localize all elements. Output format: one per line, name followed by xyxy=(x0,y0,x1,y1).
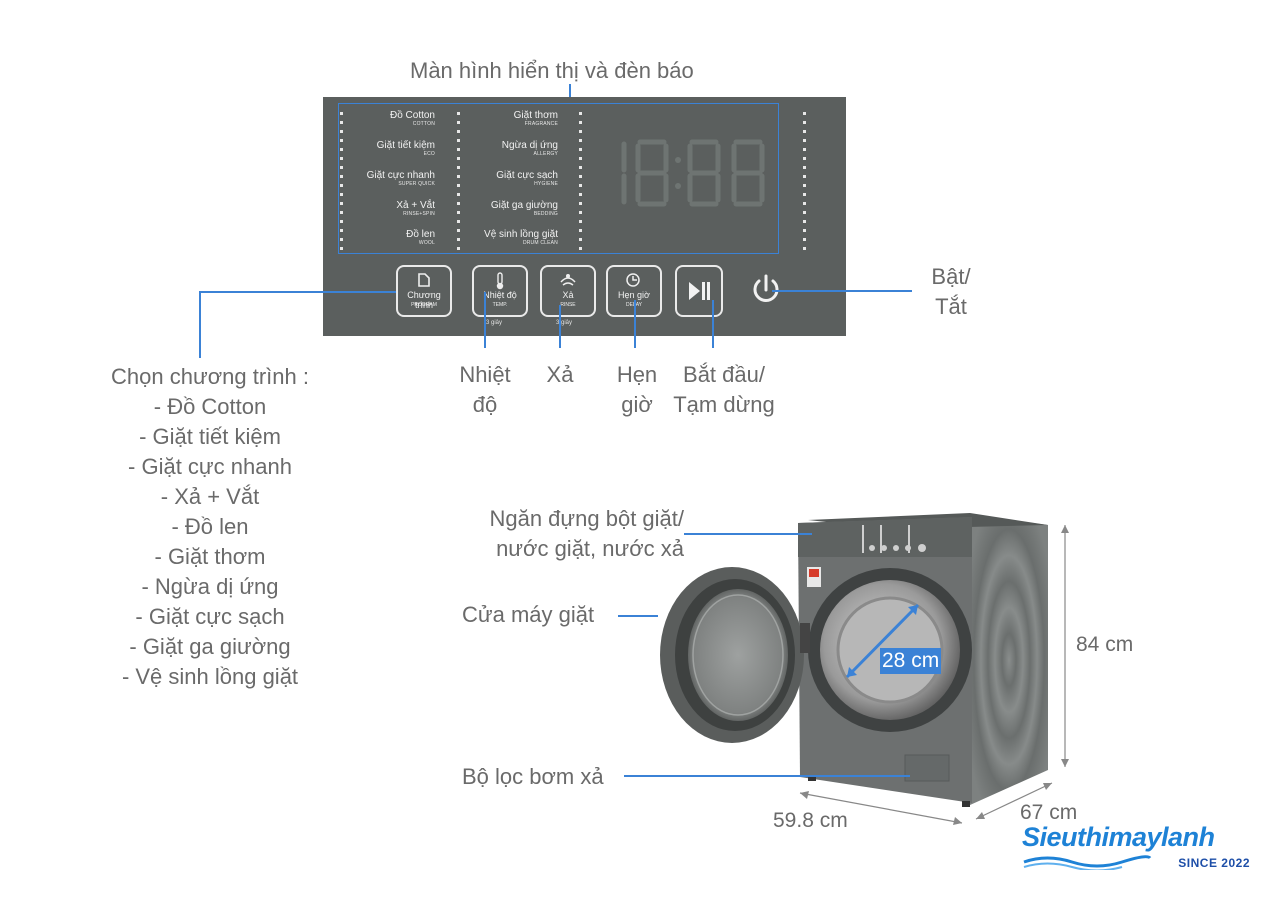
indicator-dots-left xyxy=(340,112,343,250)
program-button[interactable]: Chương trình PROGRAM xyxy=(396,265,452,317)
temp-button-sub: TEMP. xyxy=(492,302,508,308)
brand-logo: Sieuthimaylanh SINCE 2022 xyxy=(1022,822,1252,874)
power-label: Bật/Tắt xyxy=(931,264,971,319)
program-item: - Vệ sinh lồng giặt xyxy=(121,664,299,689)
thermometer-icon xyxy=(496,272,504,290)
temp-button[interactable]: Nhiệt độ TEMP. xyxy=(472,265,528,317)
depth-label: 67 cm xyxy=(1020,801,1078,824)
display-connector xyxy=(569,84,571,104)
clock-icon xyxy=(626,273,640,287)
delay-connector xyxy=(634,300,636,348)
filter-label: Bộ lọc bơm xả xyxy=(462,764,604,789)
start-connector xyxy=(712,300,714,348)
program-item: - Ngừa dị ứng xyxy=(141,574,279,599)
washing-machine-image xyxy=(660,513,1069,825)
power-icon[interactable] xyxy=(750,272,782,308)
door-label: Cửa máy giặt xyxy=(462,602,595,627)
program-item: - Giặt tiết kiệm xyxy=(139,424,281,449)
program-connector-h xyxy=(200,291,396,293)
display-highlight xyxy=(338,103,779,254)
start-pause-button[interactable] xyxy=(675,265,723,317)
rinse-connector xyxy=(559,305,561,348)
detergent-connector xyxy=(684,533,812,535)
rinse-icon xyxy=(560,274,576,286)
program-icon xyxy=(418,273,430,287)
program-item: - Đồ len xyxy=(171,514,249,539)
indicator-dots-mid2 xyxy=(579,112,582,250)
program-item: - Đồ Cotton xyxy=(153,394,267,419)
rinse-button-sub: RINSE xyxy=(560,302,576,308)
temp-hold-note: 3 giây xyxy=(486,320,503,326)
temp-button-label: Nhiệt độ xyxy=(483,290,517,300)
program-item: - Xả + Vắt xyxy=(160,484,260,509)
rinse-button[interactable]: Xả RINSE xyxy=(540,265,596,317)
rinse-hold-note: 3 giây xyxy=(556,320,573,326)
filter-connector xyxy=(624,775,910,777)
wave-icon xyxy=(1023,855,1152,870)
play-pause-icon xyxy=(689,282,710,300)
program-list-title: Chọn chương trình : xyxy=(111,364,309,389)
height-label: 84 cm xyxy=(1076,633,1134,656)
program-item: - Giặt thơm xyxy=(154,544,266,569)
display-label: Màn hình hiển thị và đèn báo xyxy=(410,58,694,83)
program-item: - Giặt cực nhanh xyxy=(128,454,292,479)
brand-name: Sieuthimaylanh xyxy=(1022,822,1215,852)
rinse-label: Xả xyxy=(546,362,574,387)
indicator-dots-mid1 xyxy=(457,112,460,250)
delay-button-label: Hẹn giờ xyxy=(618,290,650,300)
temp-connector xyxy=(484,292,486,348)
rinse-button-label: Xả xyxy=(562,290,574,300)
seven-segment-display xyxy=(621,139,765,207)
door-connector xyxy=(618,615,658,617)
program-item: - Giặt cực sạch xyxy=(135,604,285,629)
program-item: - Giặt ga giường xyxy=(129,634,291,659)
program-list: Chọn chương trình : - Đồ Cotton - Giặt t… xyxy=(80,362,340,692)
program-connector-v xyxy=(199,291,201,358)
start-label: Bắt đầu/Tạm dừng xyxy=(673,362,775,417)
brand-since: SINCE 2022 xyxy=(1178,856,1250,870)
indicator-dots-right xyxy=(803,112,806,250)
program-button-sub: PROGRAM xyxy=(411,302,437,308)
door-diameter-label: 28 cm xyxy=(880,648,942,674)
power-connector xyxy=(772,290,912,292)
program-button-label: Chương trình xyxy=(407,290,441,310)
width-label: 59.8 cm xyxy=(773,809,848,832)
detergent-label: Ngăn đựng bột giặt/nước giặt, nước xả xyxy=(489,506,684,561)
